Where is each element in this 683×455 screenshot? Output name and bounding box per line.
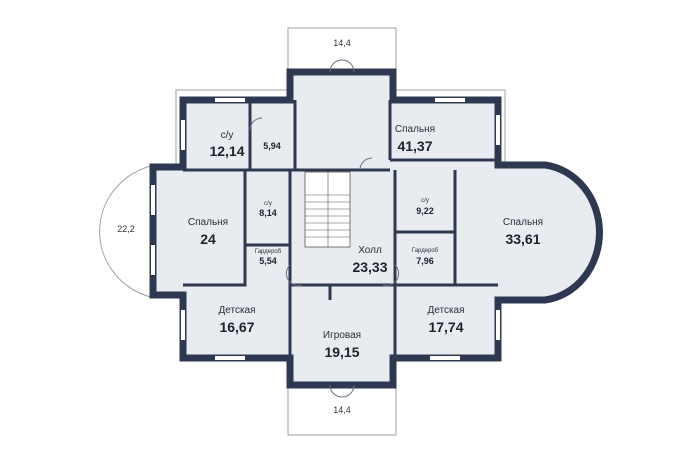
doors (249, 59, 400, 398)
room-labels: с/у 12,14 5,94 Спальня 41,37 Спальня 24 … (188, 124, 543, 360)
svg-text:33,61: 33,61 (505, 231, 540, 247)
svg-text:Гардероб: Гардероб (255, 249, 282, 255)
svg-text:5,54: 5,54 (259, 256, 277, 266)
building-floor (153, 72, 600, 385)
staircase (304, 171, 351, 248)
svg-text:12,14: 12,14 (209, 143, 244, 159)
svg-text:9,22: 9,22 (416, 206, 434, 216)
svg-text:Детская: Детская (427, 305, 464, 316)
svg-text:5,94: 5,94 (263, 141, 281, 151)
svg-text:Игровая: Игровая (323, 330, 361, 341)
svg-text:Спальня: Спальня (503, 217, 543, 228)
bottom-terrace (287, 379, 397, 436)
svg-text:Детская: Детская (218, 305, 255, 316)
svg-text:41,37: 41,37 (397, 138, 432, 154)
svg-text:Холл: Холл (358, 245, 382, 256)
svg-text:23,33: 23,33 (352, 259, 387, 275)
svg-text:16,67: 16,67 (219, 319, 254, 335)
svg-text:7,96: 7,96 (416, 256, 434, 266)
svg-text:17,74: 17,74 (428, 319, 463, 335)
dimension-bottom: 14,4 (333, 405, 351, 415)
svg-text:с/у: с/у (221, 130, 234, 141)
svg-text:Гардероб: Гардероб (412, 248, 439, 254)
left-terrace (99, 164, 156, 299)
svg-text:с/у: с/у (264, 201, 272, 207)
svg-text:19,15: 19,15 (324, 344, 359, 360)
dimension-top: 14,4 (333, 38, 351, 48)
stair-steps (305, 172, 350, 247)
svg-text:Спальня: Спальня (395, 124, 435, 135)
svg-text:24: 24 (200, 231, 216, 247)
dimension-left: 22,2 (117, 224, 135, 234)
svg-text:с/у: с/у (421, 198, 429, 204)
exterior-wall (149, 68, 603, 389)
svg-text:8,14: 8,14 (259, 208, 277, 218)
svg-text:Спальня: Спальня (188, 217, 228, 228)
windows (151, 98, 500, 360)
interior-walls (183, 100, 498, 358)
